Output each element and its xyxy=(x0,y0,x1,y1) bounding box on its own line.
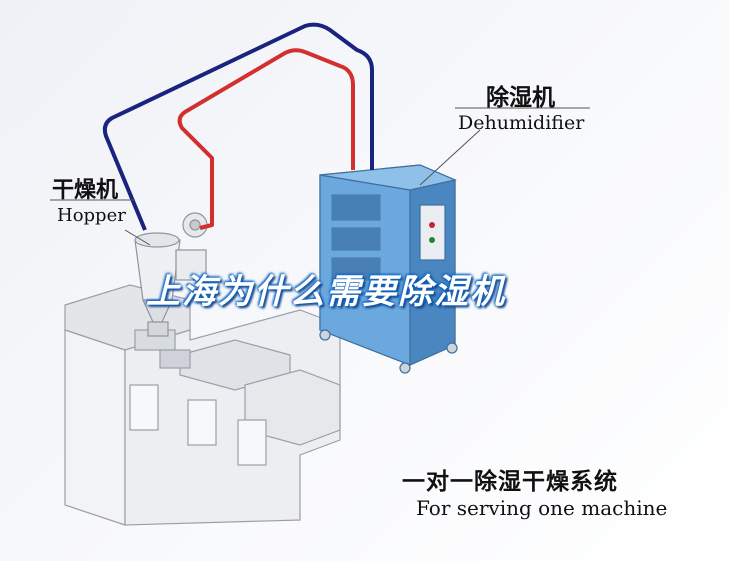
hopper-label-cn: 干燥机 xyxy=(52,178,119,203)
hopper-label-en: Hopper xyxy=(57,205,126,226)
hopper-leader xyxy=(124,229,151,246)
molding-machine xyxy=(64,284,341,526)
pipe-red xyxy=(177,48,355,230)
overlay-title: 上海为什么需要除湿机 xyxy=(146,272,506,312)
dehumidifier-label-en: Dehumidifier xyxy=(458,112,585,134)
dehumidifier-leader xyxy=(419,129,481,186)
dehumidifier-cabinet xyxy=(319,164,458,374)
dehumidifier-label-cn: 除湿机 xyxy=(486,85,555,111)
system-caption-en: For serving one machine xyxy=(416,496,668,520)
hopper-dryer xyxy=(134,212,208,337)
pipe-blue xyxy=(102,22,374,231)
system-caption-cn: 一对一除湿干燥系统 xyxy=(402,469,618,495)
